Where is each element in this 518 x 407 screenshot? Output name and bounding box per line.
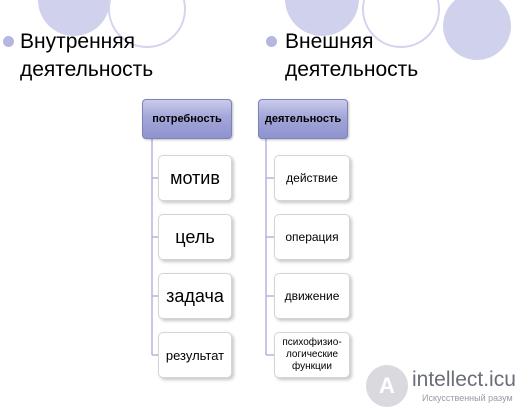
watermark-logo-icon: A	[366, 365, 408, 407]
heading-line: деятельность	[285, 58, 419, 81]
bullet-icon	[3, 36, 14, 47]
heading-external: Внешняя деятельность	[285, 28, 418, 84]
decor-circle-filled	[443, 0, 511, 60]
heading-line: деятельность	[20, 58, 154, 81]
node-result: результат	[158, 332, 232, 378]
node-motive: мотив	[158, 155, 232, 201]
heading-internal: Внутренняя деятельность	[20, 28, 153, 84]
node-operation: операция	[274, 214, 350, 260]
root-node-activity: деятельность	[258, 99, 348, 139]
root-node-need: потребность	[142, 99, 232, 139]
watermark-name: intellect.icu	[412, 368, 516, 391]
node-task: задача	[158, 273, 232, 319]
watermark-tagline: Искусственный разум	[422, 393, 513, 403]
heading-line: Внешняя	[285, 30, 374, 53]
node-psychophysiological: психофизио- логические функции	[274, 332, 350, 378]
bullet-icon	[266, 36, 277, 47]
svg-text:A: A	[379, 373, 395, 398]
node-action: действие	[274, 155, 350, 201]
heading-line: Внутренняя	[20, 30, 136, 53]
node-goal: цель	[158, 214, 232, 260]
node-movement: движение	[274, 273, 350, 319]
